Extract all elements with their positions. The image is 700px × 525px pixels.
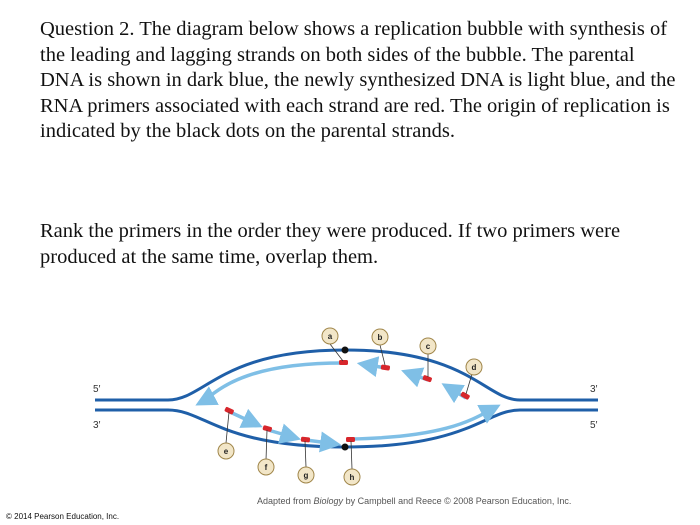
lagging-fragment-f xyxy=(267,423,302,444)
callout-label-d: d xyxy=(472,363,477,372)
callout-label-c: c xyxy=(426,342,431,351)
callout-c[interactable] xyxy=(419,337,437,355)
primer-d[interactable] xyxy=(460,391,470,400)
primer-g[interactable] xyxy=(300,436,311,443)
leading-strand-right-bottom xyxy=(351,404,501,441)
credit-prefix: Adapted from xyxy=(257,496,314,506)
primer-a[interactable] xyxy=(339,360,348,365)
end-label-top-left: 5′ xyxy=(93,384,101,395)
origin-dot-top xyxy=(341,346,349,354)
callout-label-h: h xyxy=(350,473,355,482)
callout-label-g: g xyxy=(304,471,309,480)
end-label-bottom-right: 5′ xyxy=(590,420,598,431)
callout-label-a: a xyxy=(328,332,333,341)
lagging-fragment-g xyxy=(305,431,342,453)
callout-a[interactable] xyxy=(321,327,339,345)
question-text: Question 2. The diagram below shows a re… xyxy=(40,18,676,142)
primer-h[interactable] xyxy=(346,437,355,442)
primer-f[interactable] xyxy=(262,425,273,432)
end-label-bottom-left: 3′ xyxy=(93,420,101,431)
callout-label-e: e xyxy=(224,447,229,456)
copyright-notice: © 2014 Pearson Education, Inc. xyxy=(6,512,120,521)
callout-g[interactable] xyxy=(297,466,315,484)
primer-e[interactable] xyxy=(224,406,234,415)
callout-f[interactable] xyxy=(257,458,275,476)
figure-credit: Adapted from Biology by Campbell and Ree… xyxy=(257,496,571,506)
callout-d[interactable] xyxy=(465,358,483,376)
primer-b[interactable] xyxy=(380,364,391,371)
primer-c[interactable] xyxy=(422,375,432,383)
callout-h[interactable] xyxy=(343,468,361,486)
callout-label-b: b xyxy=(378,333,383,342)
lagging-fragment-e xyxy=(229,408,263,428)
instruction-text: Rank the primers in the order they were … xyxy=(40,220,621,268)
end-label-top-right: 3′ xyxy=(590,384,598,395)
parental-strand-top xyxy=(95,348,598,402)
credit-book-title: Biology xyxy=(313,496,344,506)
leading-strand-left-top xyxy=(195,361,344,406)
callout-label-f: f xyxy=(265,463,268,472)
callout-e[interactable] xyxy=(217,442,235,460)
credit-suffix: by Campbell and Reece © 2008 Pearson Edu… xyxy=(343,496,572,506)
callout-b[interactable] xyxy=(371,328,389,346)
origin-dot-bottom xyxy=(341,443,349,451)
